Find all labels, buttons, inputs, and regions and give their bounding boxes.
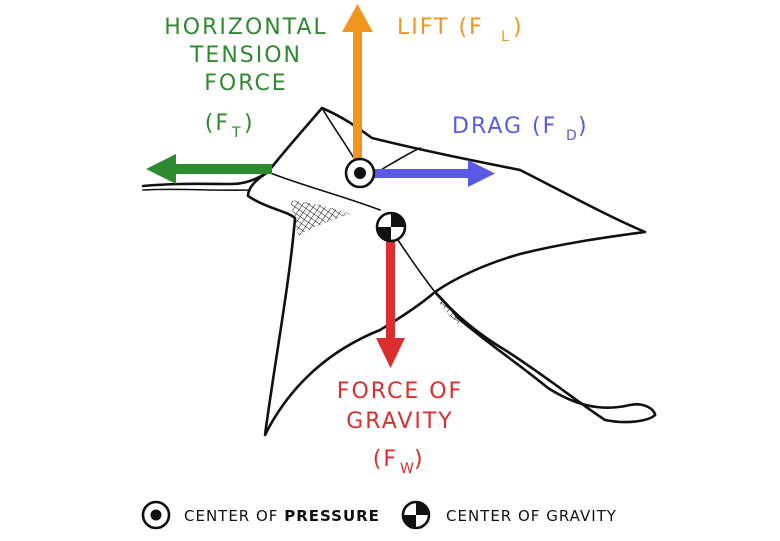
tension-symbol: (F xyxy=(205,111,230,136)
gravity-label-line1: FORCE OF xyxy=(337,379,463,404)
lift-label-text: LIFT (F xyxy=(397,15,484,40)
gravity-close: ) xyxy=(414,447,425,472)
lift-label: LIFT (F L ) xyxy=(397,15,524,45)
legend-gravity-label: CENTER OF GRAVITY xyxy=(446,507,617,525)
kite-line-left xyxy=(141,170,270,188)
kite-fold-3 xyxy=(397,239,436,293)
kite-right-wing xyxy=(433,168,647,294)
legend: CENTER OF PRESSURE CENTER OF GRAVITY xyxy=(141,500,617,530)
gravity-arrow xyxy=(376,242,405,368)
kite-left-wing xyxy=(246,170,382,437)
tension-arrow xyxy=(146,154,272,184)
lift-subscript: L xyxy=(501,29,509,45)
kite-lower-body xyxy=(378,290,657,424)
kite-shading xyxy=(290,200,350,236)
tension-label-line3: FORCE xyxy=(204,71,287,96)
kite-line-left-lower xyxy=(142,188,251,192)
gravity-label-line2: GRAVITY xyxy=(346,409,454,434)
tension-label-line1: HORIZONTAL xyxy=(164,15,328,40)
kite-shading-tail xyxy=(440,296,462,328)
gravity-label: FORCE OF GRAVITY (F W ) xyxy=(337,379,463,477)
kite-fold-4 xyxy=(267,171,381,211)
legend-pressure-icon xyxy=(141,500,171,530)
tension-subscript: T xyxy=(231,125,241,141)
drag-close: ) xyxy=(578,114,589,139)
lift-close: ) xyxy=(513,15,524,40)
drag-label: DRAG (F D ) xyxy=(452,114,589,144)
gravity-subscript: W xyxy=(400,461,414,477)
tension-label: HORIZONTAL TENSION FORCE (F T ) xyxy=(164,15,328,141)
lift-arrow xyxy=(342,4,373,168)
tension-label-line2: TENSION xyxy=(189,43,302,68)
drag-arrow xyxy=(372,160,495,187)
legend-pressure-label: CENTER OF PRESSURE xyxy=(184,507,380,525)
drag-subscript: D xyxy=(566,128,577,144)
drag-label-text: DRAG (F xyxy=(452,114,557,139)
legend-gravity-icon xyxy=(401,500,431,530)
tension-close: ) xyxy=(244,111,255,136)
kite-tail-edge xyxy=(433,290,657,417)
center-of-gravity-icon xyxy=(375,211,407,243)
gravity-symbol: (F xyxy=(373,447,398,472)
center-of-pressure-icon xyxy=(344,157,376,189)
